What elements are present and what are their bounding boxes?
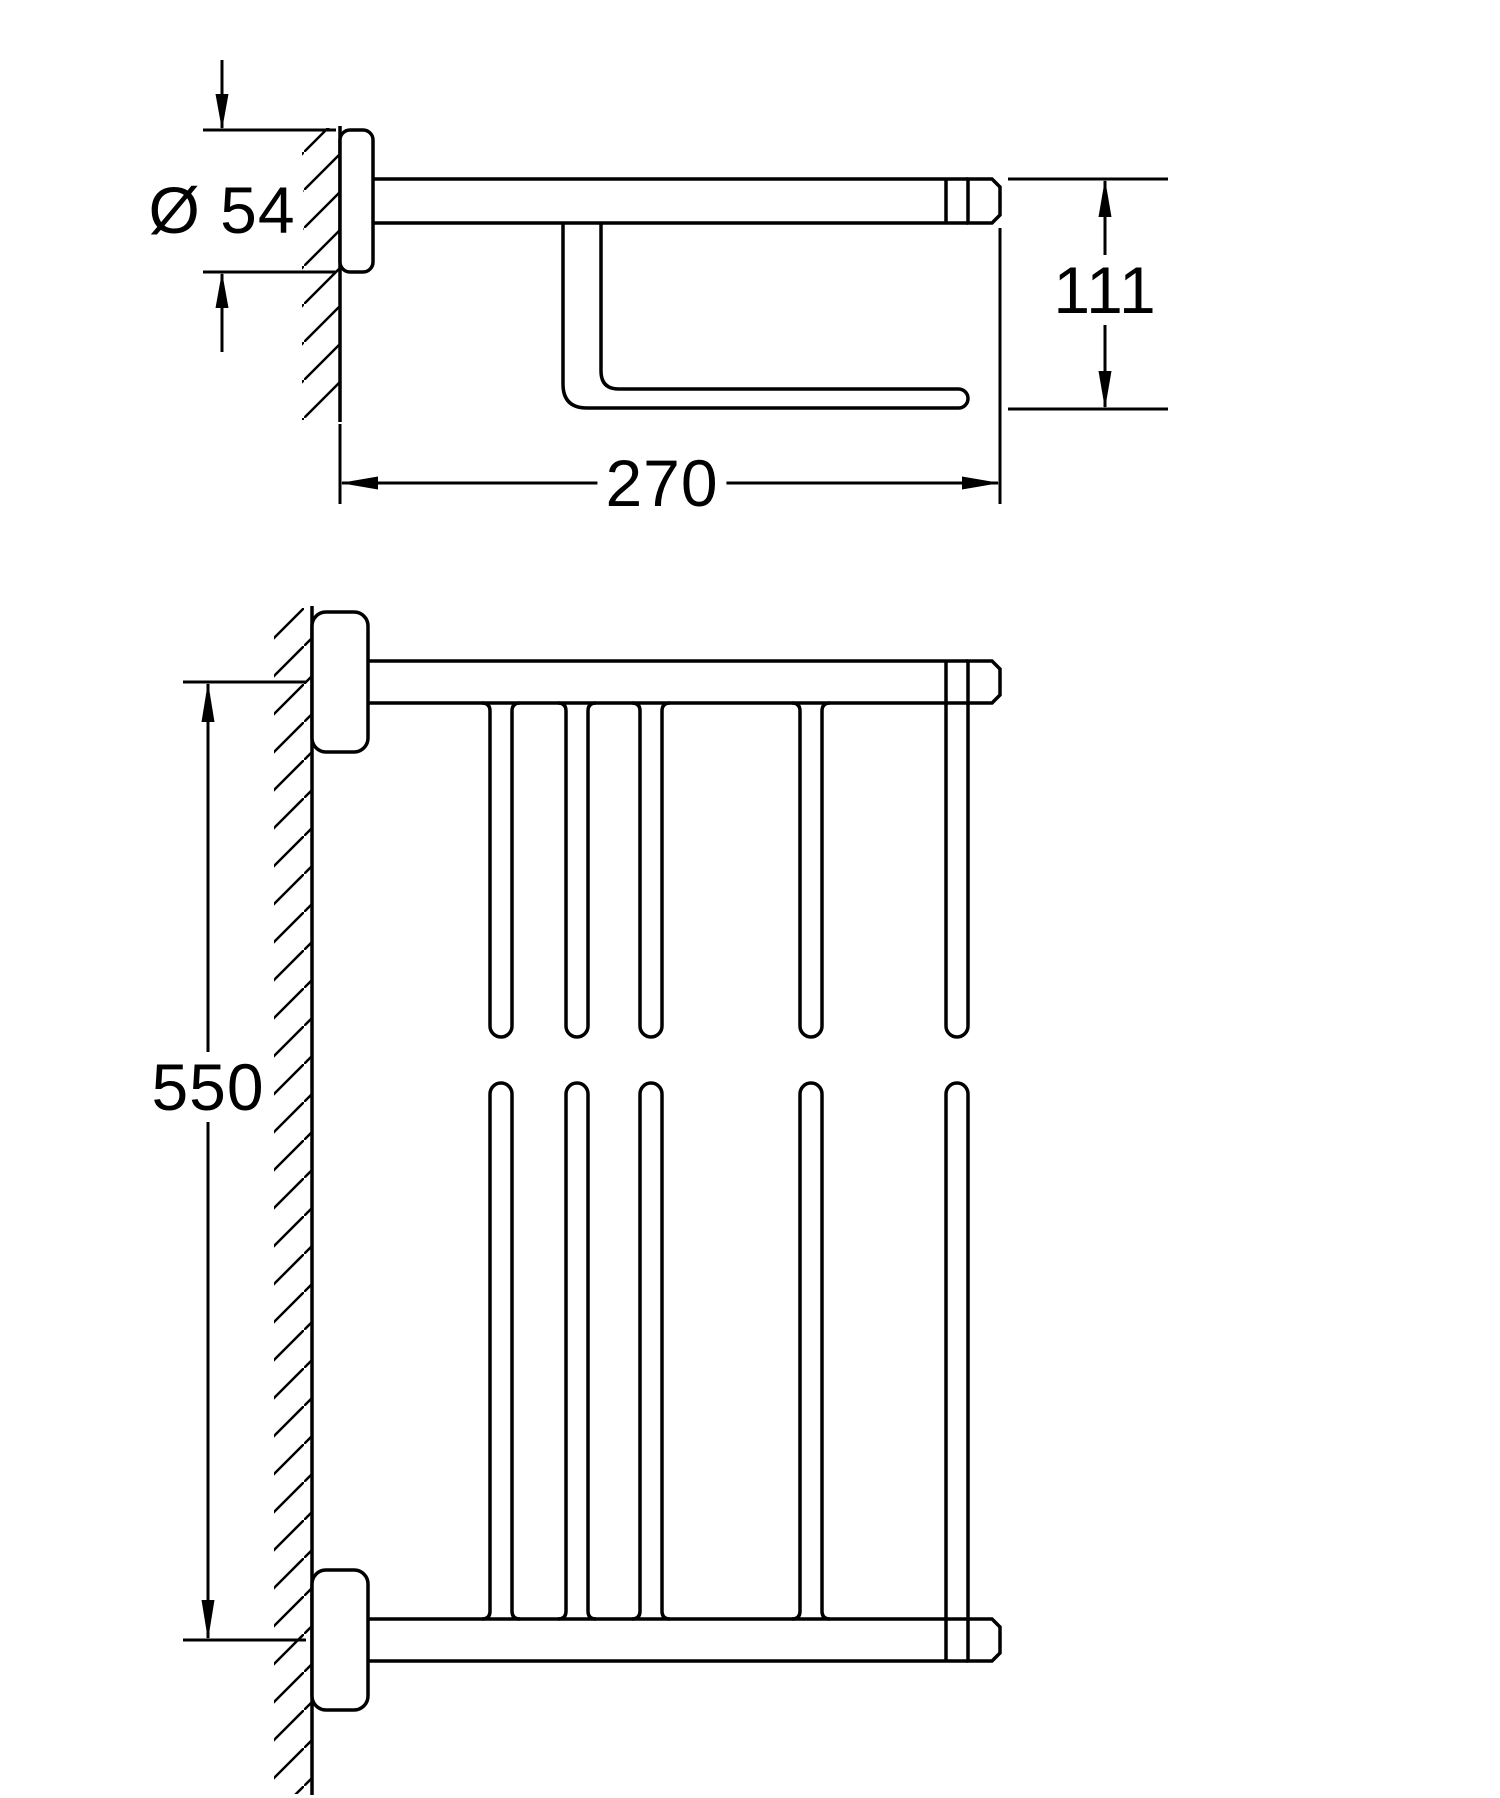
rail [557,701,597,1039]
mounting-flange-bottom [310,1568,370,1712]
rail [557,1081,597,1621]
rail [631,1081,671,1621]
dim-label-width: 550 [143,1052,273,1122]
rail [791,1081,831,1621]
front-view-drawing [183,606,1002,1795]
towel-bar-side [373,177,1002,225]
arrowhead [215,94,229,130]
arrowhead [215,272,229,308]
bar-end-cap-bottom [966,1617,1002,1663]
rack-rails-lower [481,1081,970,1621]
wall-hatching-front [274,608,312,1794]
mounting-flange-top [310,610,370,754]
rack-arm-top [368,659,1002,705]
arrowhead [1098,179,1112,217]
dimension-width [183,680,306,1642]
bar-end-cap-top [966,659,1002,705]
rail-outer [944,703,970,1039]
rail [631,701,671,1039]
rack-rails-upper [481,701,970,1039]
rail [791,701,831,1039]
arrowhead [201,1600,215,1640]
arrowhead [201,682,215,722]
side-view-drawing [203,60,1168,504]
rail-outer [944,1081,970,1619]
arrowhead [962,476,1000,490]
dim-label-depth: 270 [597,448,727,518]
hanging-rail-profile [561,223,970,410]
rail [481,1081,521,1621]
wall-hatching-side [302,128,340,420]
arrowhead [340,476,378,490]
dim-label-flange-diameter: Ø 54 [140,175,304,245]
rail [481,701,521,1039]
dim-label-height: 111 [1045,255,1165,325]
mounting-flange-side [338,128,375,274]
arrowhead [1098,371,1112,409]
rack-arm-bottom [368,1617,1002,1663]
dimension-flange-diameter [203,60,336,352]
bar-end-cap-side [966,177,1002,225]
